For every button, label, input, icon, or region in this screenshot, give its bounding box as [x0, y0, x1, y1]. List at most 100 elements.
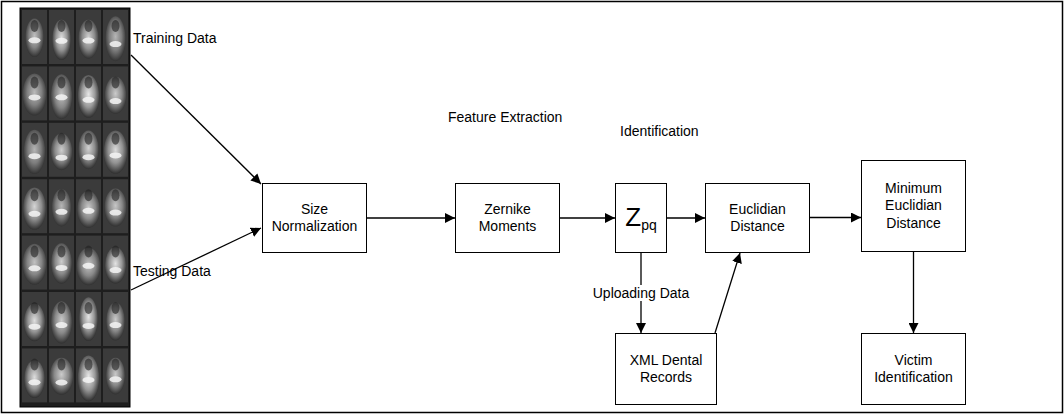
xray-cavity [31, 246, 39, 258]
xray-thumbnail [22, 66, 47, 120]
xray-background [49, 66, 74, 120]
xray-thumbnail [76, 179, 101, 233]
xray-thumbnail [49, 123, 74, 177]
xray-cavity [31, 189, 39, 201]
xray-cavity [58, 302, 66, 314]
box-label: Minimum Euclidian Distance [868, 180, 959, 233]
xray-thumbnail [22, 179, 47, 233]
box-label: Zernike Moments [462, 201, 553, 236]
xray-skull [79, 297, 98, 341]
xray-thumbnail [103, 179, 128, 233]
xray-teeth [83, 208, 95, 214]
box-label: Size Normalization [269, 201, 360, 236]
xray-skull [23, 244, 47, 285]
flow-arrow [667, 217, 705, 218]
xray-cavity [112, 76, 120, 88]
symbol-text: Z [625, 202, 641, 232]
xray-teeth [83, 263, 95, 269]
xray-skull [51, 74, 72, 119]
xray-thumbnail [49, 292, 74, 346]
xray-cavity [58, 20, 66, 32]
xray-skull [78, 75, 99, 118]
xray-thumbnail [103, 66, 128, 120]
xray-skull [78, 130, 98, 169]
xray-skull [25, 18, 43, 57]
xray-cavity [85, 133, 93, 145]
xray-cavity [112, 189, 120, 201]
input-label: Training Data [133, 30, 217, 47]
xray-skull [106, 358, 125, 395]
xray-background [76, 123, 101, 177]
xray-skull [105, 77, 126, 114]
xray-cavity [31, 76, 39, 88]
xray-thumbnail [76, 292, 101, 346]
xray-cavity [58, 189, 66, 201]
xray-cavity [85, 76, 93, 88]
feature-vector-box: Zpq [615, 183, 667, 253]
xray-thumbnail [49, 66, 74, 120]
xray-background [103, 236, 128, 290]
xray-thumbnail [49, 236, 74, 290]
xray-thumbnail [22, 348, 47, 402]
xray-background [103, 179, 128, 233]
xray-thumbnail [76, 10, 101, 64]
xray-background [49, 236, 74, 290]
xray-thumbnail [49, 10, 74, 64]
xray-background [49, 348, 74, 402]
box-label: Victim Identification [868, 352, 959, 387]
xray-thumbnail [76, 348, 101, 402]
xray-teeth [83, 38, 95, 44]
xray-skull [50, 358, 73, 395]
xray-teeth [29, 379, 41, 385]
xray-teeth [83, 323, 95, 329]
box-content: Zpq [625, 201, 656, 235]
xray-background [49, 123, 74, 177]
xray-teeth [110, 98, 122, 104]
xray-background [76, 292, 101, 346]
xray-background [22, 66, 47, 120]
xray-skull [52, 20, 70, 60]
xray-teeth [29, 94, 41, 100]
xray-thumbnail [103, 348, 128, 402]
flow-arrow [367, 217, 455, 218]
xray-cavity [112, 246, 120, 258]
xray-thumbnail [103, 292, 128, 346]
flow-arrow [715, 253, 740, 333]
xray-skull [23, 187, 46, 229]
xray-thumbnail [22, 292, 47, 346]
xray-thumbnail [76, 236, 101, 290]
xray-skull [105, 16, 125, 61]
xray-background [76, 66, 101, 120]
xray-skull [51, 243, 72, 283]
xray-cavity [85, 302, 93, 314]
xray-skull [78, 356, 99, 402]
xray-cavity [112, 358, 120, 370]
xray-skull [52, 189, 71, 226]
box-content: Zernike Moments [462, 201, 553, 236]
xray-background [49, 179, 74, 233]
box-content: Victim Identification [868, 352, 959, 387]
xray-background [76, 10, 101, 64]
xray-background [76, 348, 101, 402]
xray-background [76, 236, 101, 290]
stage-label: Feature Extraction [448, 109, 562, 126]
output-box: Victim Identification [861, 333, 966, 405]
xray-skull [51, 301, 72, 343]
xray-teeth [29, 324, 41, 330]
xray-cavity [31, 133, 39, 145]
xray-background [22, 292, 47, 346]
xray-teeth [110, 210, 122, 216]
xray-thumbnail [76, 66, 101, 120]
xray-teeth [110, 41, 122, 47]
xray-teeth [83, 377, 95, 383]
xray-background [103, 123, 128, 177]
xray-thumbnail [49, 179, 74, 233]
xray-cavity [31, 20, 39, 32]
xray-thumbnail [22, 10, 47, 64]
box-content: XML Dental Records [622, 352, 710, 387]
xray-teeth [110, 322, 122, 328]
xray-skull [104, 130, 127, 173]
xray-cavity [85, 246, 93, 258]
